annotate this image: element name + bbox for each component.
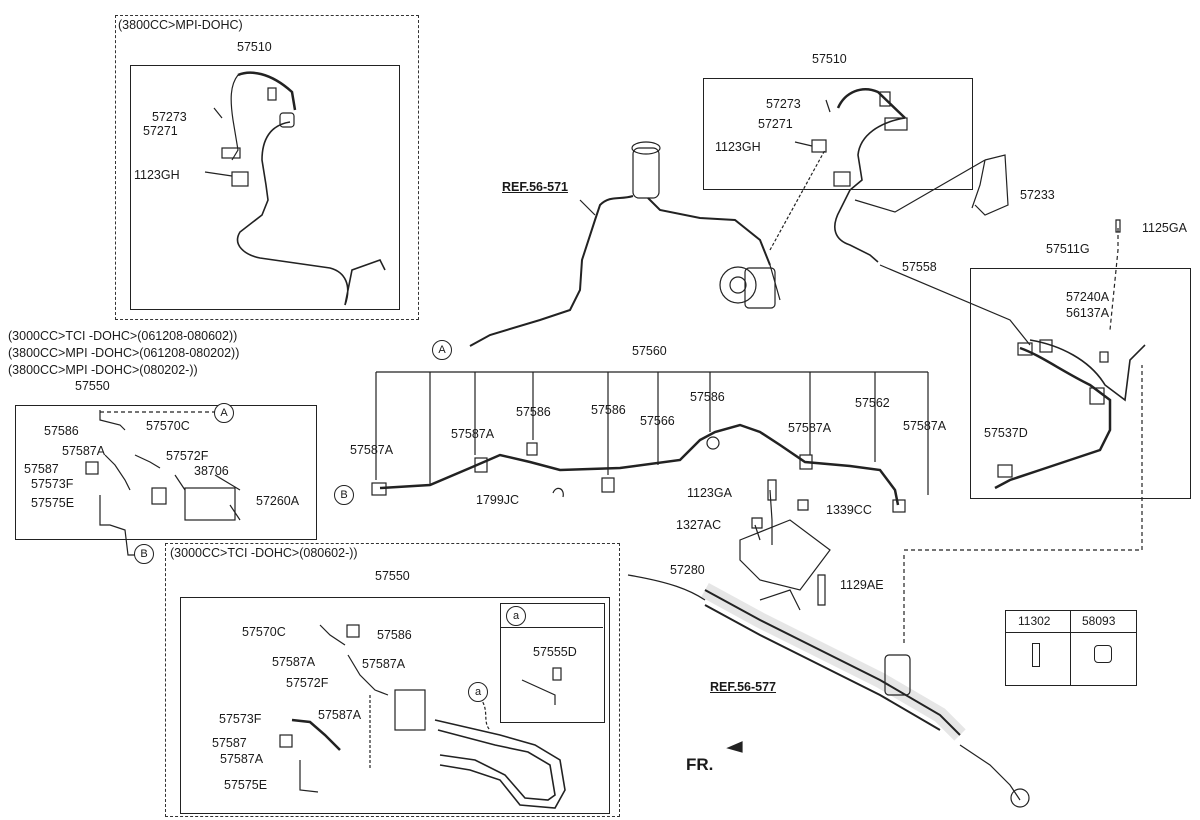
part-57575e[interactable]: 57575E xyxy=(224,778,268,792)
part-57560[interactable]: 57560 xyxy=(632,344,667,358)
marker-a-inset: a xyxy=(506,606,526,626)
part-57572f[interactable]: 57572F xyxy=(166,449,209,463)
part-1129ae[interactable]: 1129AE xyxy=(840,578,884,592)
detail-box-left xyxy=(15,405,317,540)
part-57587[interactable]: 57587 xyxy=(212,736,247,750)
part-1123gh[interactable]: 1123GH xyxy=(715,140,761,154)
part-57587a[interactable]: 57587A xyxy=(62,444,106,458)
part-57510[interactable]: 57510 xyxy=(237,40,272,54)
part-57555d[interactable]: 57555D xyxy=(533,645,577,659)
part-57573f[interactable]: 57573F xyxy=(219,712,262,726)
part-57570c[interactable]: 57570C xyxy=(146,419,190,433)
fastener-legend-table: 11302 58093 xyxy=(1005,610,1137,686)
marker-b-center[interactable]: B xyxy=(334,485,354,505)
part-57587[interactable]: 57587 xyxy=(24,462,59,476)
part-1125ga[interactable]: 1125GA xyxy=(1142,221,1187,235)
detail-box-top-left xyxy=(130,65,400,310)
part-57587a[interactable]: 57587A xyxy=(903,419,947,433)
part-57572f[interactable]: 57572F xyxy=(286,676,329,690)
legend-col-11302: 11302 xyxy=(1018,614,1051,628)
part-56137a[interactable]: 56137A xyxy=(1066,306,1110,320)
detail-box-right xyxy=(970,268,1191,499)
part-57587a[interactable]: 57587A xyxy=(318,708,362,722)
variant-label-bottom: (3000CC>TCI -DOHC>(080602-)) xyxy=(170,546,358,560)
marker-a-top[interactable]: A xyxy=(432,340,452,360)
part-57273[interactable]: 57273 xyxy=(766,97,801,111)
marker-a-left[interactable]: A xyxy=(214,403,234,423)
part-57273[interactable]: 57273 xyxy=(152,110,187,124)
variant-box-bottom xyxy=(165,543,620,817)
part-57510[interactable]: 57510 xyxy=(812,52,847,66)
part-57586[interactable]: 57586 xyxy=(44,424,79,438)
part-38706[interactable]: 38706 xyxy=(194,464,229,478)
part-57271[interactable]: 57271 xyxy=(143,124,178,138)
part-57586[interactable]: 57586 xyxy=(377,628,412,642)
part-57573f[interactable]: 57573F xyxy=(31,477,74,491)
marker-b-left[interactable]: B xyxy=(134,544,154,564)
part-1339cc[interactable]: 1339CC xyxy=(826,503,872,517)
detail-box-bottom xyxy=(180,597,610,814)
part-57562[interactable]: 57562 xyxy=(855,396,890,410)
variant-label-left-1: (3000CC>TCI -DOHC>(061208-080602)) xyxy=(8,329,238,343)
ref-56-577[interactable]: REF.56-577 xyxy=(710,680,777,694)
part-57550[interactable]: 57550 xyxy=(375,569,410,583)
part-57566[interactable]: 57566 xyxy=(640,414,675,428)
inset-box-a xyxy=(500,603,605,723)
part-57587a[interactable]: 57587A xyxy=(788,421,832,435)
variant-label-left-3: (3800CC>MPI -DOHC>(080202-)) xyxy=(8,363,198,377)
front-direction-label: FR. xyxy=(686,755,714,774)
part-57587a[interactable]: 57587A xyxy=(451,427,495,441)
part-57260a[interactable]: 57260A xyxy=(256,494,300,508)
part-57586[interactable]: 57586 xyxy=(591,403,626,417)
legend-col-58093: 58093 xyxy=(1082,614,1116,628)
hose-line xyxy=(230,74,239,161)
part-57550[interactable]: 57550 xyxy=(75,379,110,393)
part-1123ga[interactable]: 1123GA xyxy=(687,486,732,500)
part-57575e[interactable]: 57575E xyxy=(31,496,75,510)
part-57537d[interactable]: 57537D xyxy=(984,426,1028,440)
part-57587a[interactable]: 57587A xyxy=(362,657,406,671)
variant-label-left-2: (3800CC>MPI -DOHC>(061208-080202)) xyxy=(8,346,240,360)
part-57587a[interactable]: 57587A xyxy=(220,752,264,766)
part-57558[interactable]: 57558 xyxy=(902,260,937,274)
part-57280[interactable]: 57280 xyxy=(670,563,705,577)
variant-box-top-left xyxy=(115,15,419,320)
part-57587a[interactable]: 57587A xyxy=(272,655,316,669)
detail-box-top-right xyxy=(703,78,973,190)
ref-56-571[interactable]: REF.56-571 xyxy=(502,180,569,194)
marker-a-bottom[interactable]: a xyxy=(468,682,488,702)
variant-label-top-left: (3800CC>MPI-DOHC) xyxy=(118,18,243,32)
clip-icon xyxy=(1094,645,1112,663)
part-57586[interactable]: 57586 xyxy=(516,405,551,419)
part-57511g[interactable]: 57511G xyxy=(1046,242,1090,256)
part-1327ac[interactable]: 1327AC xyxy=(676,518,722,532)
part-57570c[interactable]: 57570C xyxy=(242,625,286,639)
part-57586[interactable]: 57586 xyxy=(690,390,725,404)
part-1123gh[interactable]: 1123GH xyxy=(134,168,180,182)
inset-box-a-header xyxy=(500,603,603,628)
part-57587a[interactable]: 57587A xyxy=(350,443,394,457)
part-57271[interactable]: 57271 xyxy=(758,117,793,131)
part-57233[interactable]: 57233 xyxy=(1020,188,1055,202)
part-1799jc[interactable]: 1799JC xyxy=(476,493,520,507)
bolt-icon xyxy=(1032,643,1040,667)
part-57240a[interactable]: 57240A xyxy=(1066,290,1110,304)
